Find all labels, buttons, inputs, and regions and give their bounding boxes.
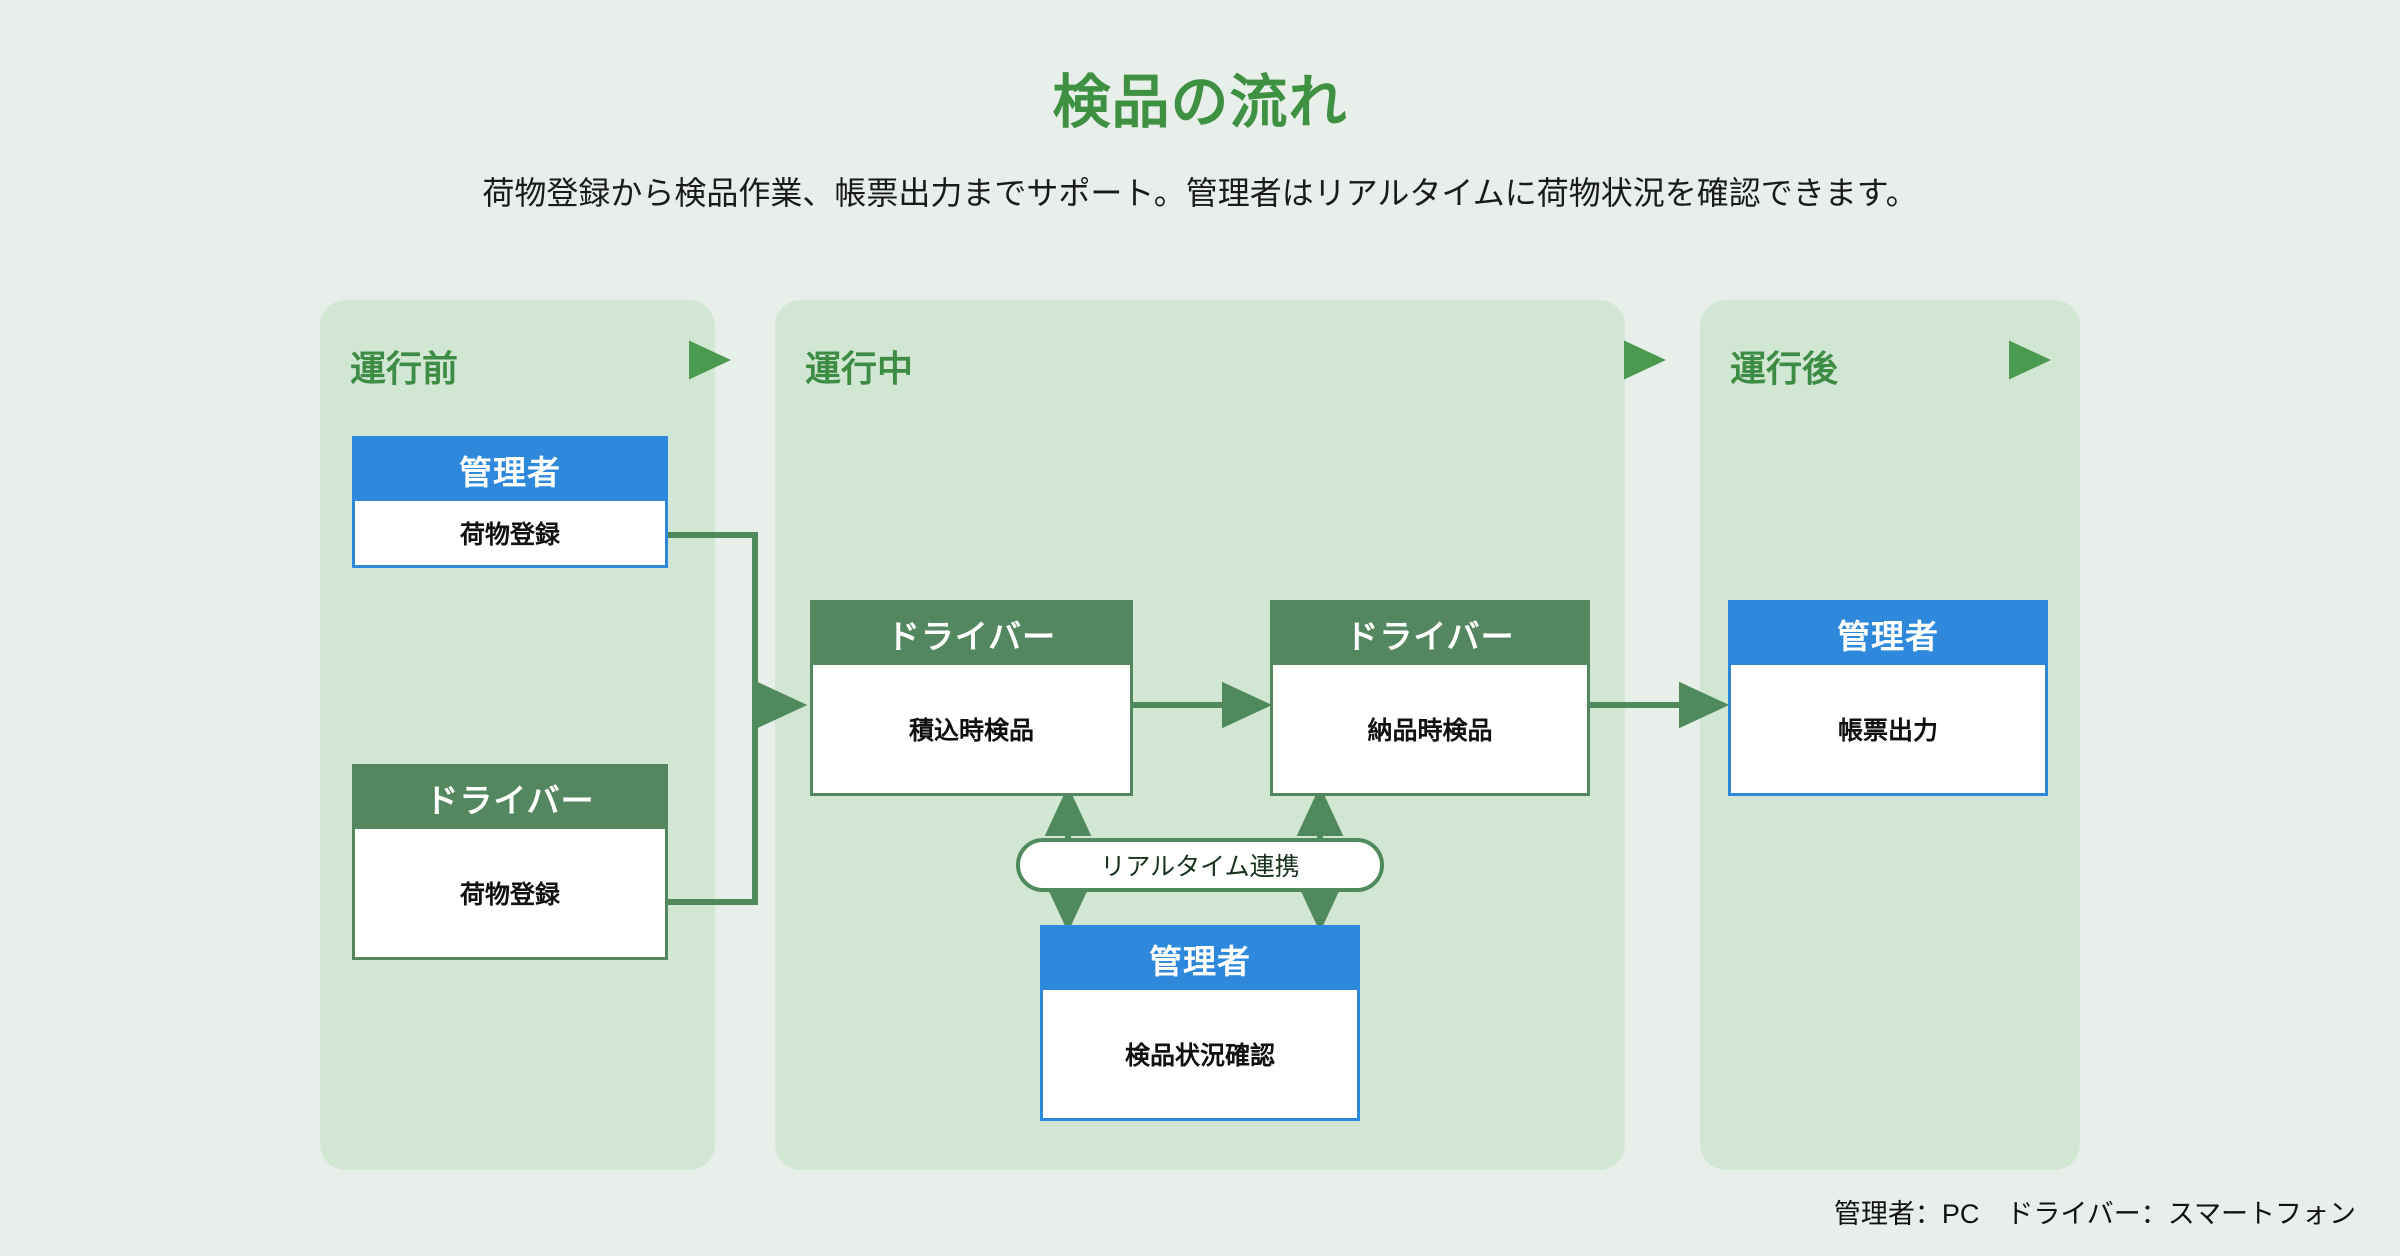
- page-subtitle: 荷物登録から検品作業、帳票出力までサポート。管理者はリアルタイムに荷物状況を確認…: [482, 175, 1918, 211]
- phase-panel-before: [320, 300, 715, 1170]
- card-task-label: 帳票出力: [1731, 665, 2045, 793]
- card-pre-driver[interactable]: ドライバー 荷物登録: [352, 764, 668, 960]
- card-role-label: 管理者: [1731, 603, 2045, 665]
- realtime-link-label: リアルタイム連携: [1100, 853, 1300, 881]
- card-role-label: ドライバー: [1273, 603, 1587, 665]
- card-task-label: 検品状況確認: [1043, 990, 1357, 1118]
- card-post-manager-report[interactable]: 管理者 帳票出力: [1728, 600, 2048, 796]
- card-task-label: 荷物登録: [355, 829, 665, 957]
- card-task-label: 荷物登録: [355, 501, 665, 565]
- card-pre-manager[interactable]: 管理者 荷物登録: [352, 436, 668, 568]
- realtime-link-pill: リアルタイム連携: [1016, 838, 1384, 892]
- card-role-label: 管理者: [355, 439, 665, 501]
- phase-label-during: 運行中: [805, 348, 914, 389]
- phase-label-before: 運行前: [350, 348, 459, 389]
- card-role-label: ドライバー: [355, 767, 665, 829]
- card-task-label: 積込時検品: [813, 665, 1130, 793]
- card-role-label: 管理者: [1043, 928, 1357, 990]
- page-title: 検品の流れ: [1052, 70, 1348, 135]
- card-task-label: 納品時検品: [1273, 665, 1587, 793]
- card-during-loading-inspection[interactable]: ドライバー 積込時検品: [810, 600, 1133, 796]
- phase-label-after: 運行後: [1730, 348, 1839, 389]
- card-during-delivery-inspection[interactable]: ドライバー 納品時検品: [1270, 600, 1590, 796]
- card-during-manager-monitor[interactable]: 管理者 検品状況確認: [1040, 925, 1360, 1121]
- card-role-label: ドライバー: [813, 603, 1130, 665]
- device-legend: 管理者：PC ドライバー：スマートフォン: [1833, 1199, 2356, 1229]
